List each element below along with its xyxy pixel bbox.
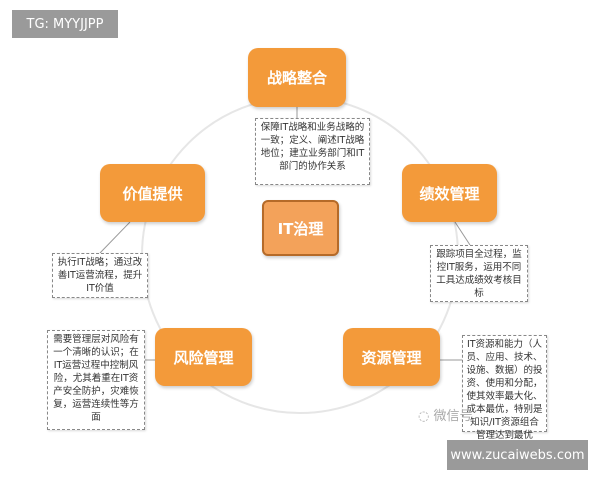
tag-label: TG: MYYJJPP [12,10,118,38]
connector-performance [454,221,471,246]
note-risk: 需要管理层对风险有一个清晰的认识；在IT运营过程中控制风险，尤其着重在IT资产安… [47,330,145,430]
node-strategy: 战略整合 [248,48,346,107]
center-node: IT治理 [262,200,339,256]
watermark-text: 微信号 [433,409,473,424]
note-value: 执行IT战略；通过改善IT运营流程，提升IT价值 [52,253,148,298]
wechat-watermark: ◌ 微信号 [418,405,473,424]
node-performance: 绩效管理 [402,164,497,222]
node-resource: 资源管理 [343,328,440,386]
note-resource: IT资源和能力（人员、应用、技术、设施、数据）的投资、使用和分配，使其效率最大化… [462,335,547,441]
website-label: www.zucaiwebs.com [447,440,588,470]
wechat-icon: ◌ [418,409,434,424]
note-performance: 跟踪项目全过程，监控IT服务，运用不同工具达成绩效考核目标 [430,245,528,302]
note-strategy: 保障IT战略和业务战略的一致；定义、阐述IT战略地位；建立业务部门和IT部门的协… [255,118,370,185]
connector-value [99,221,131,254]
node-risk: 风险管理 [155,328,252,386]
node-value: 价值提供 [100,164,205,222]
